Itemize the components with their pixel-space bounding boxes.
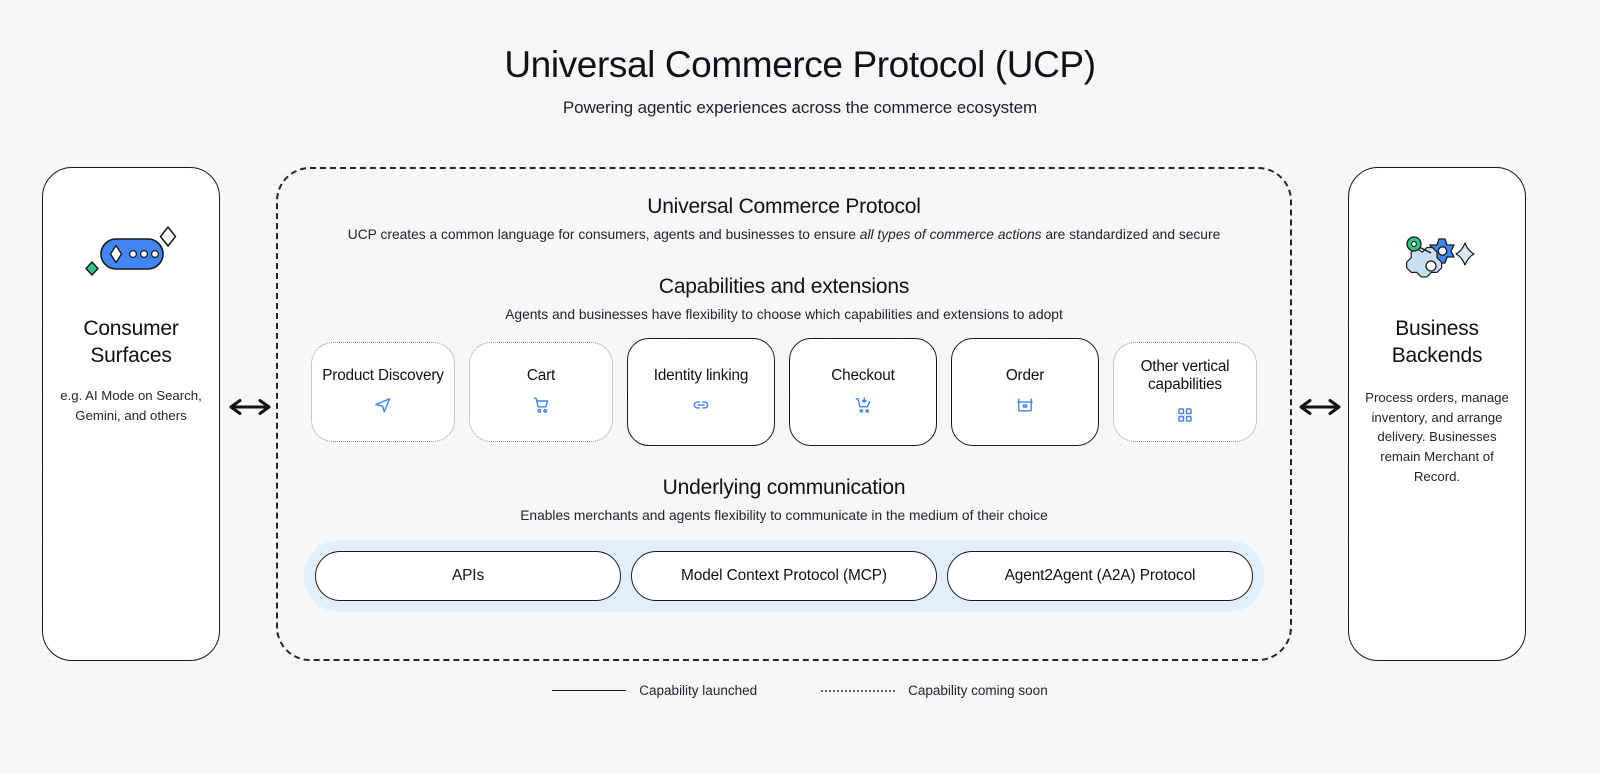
legend-item-coming-soon: Capability coming soon [821, 683, 1048, 698]
page-title: Universal Commerce Protocol (UCP) [504, 44, 1096, 85]
gears-settings-icon [1387, 206, 1487, 302]
shopping-cart-icon [531, 395, 551, 415]
capability-card-product-discovery[interactable]: Product Discovery [311, 342, 455, 443]
legend-label: Capability launched [639, 683, 758, 698]
ucp-title: Universal Commerce Protocol [647, 195, 921, 218]
consumer-surfaces-panel: Consumer Surfaces e.g. AI Mode on Search… [42, 167, 220, 661]
capability-label: Cart [526, 366, 556, 384]
ucp-subtitle: UCP creates a common language for consum… [278, 225, 1290, 245]
business-backends-description: Process orders, manage inventory, and ar… [1365, 389, 1509, 484]
right-bidirectional-arrow-icon [1292, 392, 1348, 422]
business-backends-title: Business Backends [1391, 317, 1483, 367]
legend: Capability launched Capability coming so… [0, 683, 1600, 698]
capability-label: Checkout [831, 366, 895, 384]
ucp-subtitle-part2: are standardized and secure [1041, 227, 1221, 242]
capabilities-title: Capabilities and extensions [658, 274, 910, 298]
legend-item-launched: Capability launched [552, 683, 757, 698]
communication-pill-a2a[interactable]: Agent2Agent (A2A) Protocol [947, 550, 1253, 601]
ucp-subtitle-part1: UCP creates a common language for consum… [347, 227, 860, 242]
capability-card-checkout[interactable]: Checkout [789, 338, 937, 447]
capability-label: Other vertical capabilities [1140, 357, 1230, 394]
legend-label: Capability coming soon [908, 683, 1048, 698]
package-box-icon [1015, 395, 1035, 415]
capability-card-order[interactable]: Order [951, 338, 1099, 447]
consumer-surfaces-description: e.g. AI Mode on Search, Gemini, and othe… [60, 387, 202, 423]
left-bidirectional-arrow-icon [222, 392, 278, 422]
communication-pill-mcp[interactable]: Model Context Protocol (MCP) [631, 550, 937, 601]
ucp-container: Universal Commerce Protocol UCP creates … [276, 167, 1292, 661]
send-navigate-icon [373, 395, 393, 415]
capability-card-cart[interactable]: Cart [469, 342, 613, 443]
ucp-subtitle-emphasis: all types of commerce actions [859, 227, 1042, 242]
ucp-section: Universal Commerce Protocol UCP creates … [278, 195, 1290, 245]
communication-title: Underlying communication [662, 476, 906, 500]
communication-band: APIs Model Context Protocol (MCP) Agent2… [304, 539, 1264, 612]
header: Universal Commerce Protocol (UCP) Poweri… [0, 44, 1600, 118]
communication-subtitle: Enables merchants and agents flexibility… [520, 508, 1048, 524]
capabilities-subtitle: Agents and businesses have flexibility t… [505, 306, 1063, 322]
business-backends-panel: Business Backends Process orders, manage… [1348, 167, 1526, 661]
capability-label: Order [1005, 366, 1045, 384]
cart-checkout-icon [853, 395, 873, 415]
legend-dotted-line-icon [821, 689, 896, 692]
consumer-surfaces-title: Consumer Surfaces [83, 317, 179, 367]
ai-sparkle-pill-icon [83, 206, 179, 302]
link-icon [691, 395, 711, 415]
capability-label: Product Discovery [322, 366, 444, 384]
page-subtitle: Powering agentic experiences across the … [562, 97, 1038, 117]
capability-cards: Product Discovery Cart [278, 338, 1290, 447]
capabilities-section: Capabilities and extensions Agents and b… [278, 275, 1290, 325]
capability-card-other-vertical[interactable]: Other vertical capabilities [1113, 342, 1257, 443]
legend-solid-line-icon [552, 690, 627, 691]
grid-squares-icon [1176, 405, 1194, 425]
communication-section: Underlying communication Enables merchan… [278, 476, 1290, 526]
capability-card-identity-linking[interactable]: Identity linking [627, 338, 775, 447]
capability-label: Identity linking [653, 366, 749, 384]
communication-pill-apis[interactable]: APIs [315, 550, 621, 601]
